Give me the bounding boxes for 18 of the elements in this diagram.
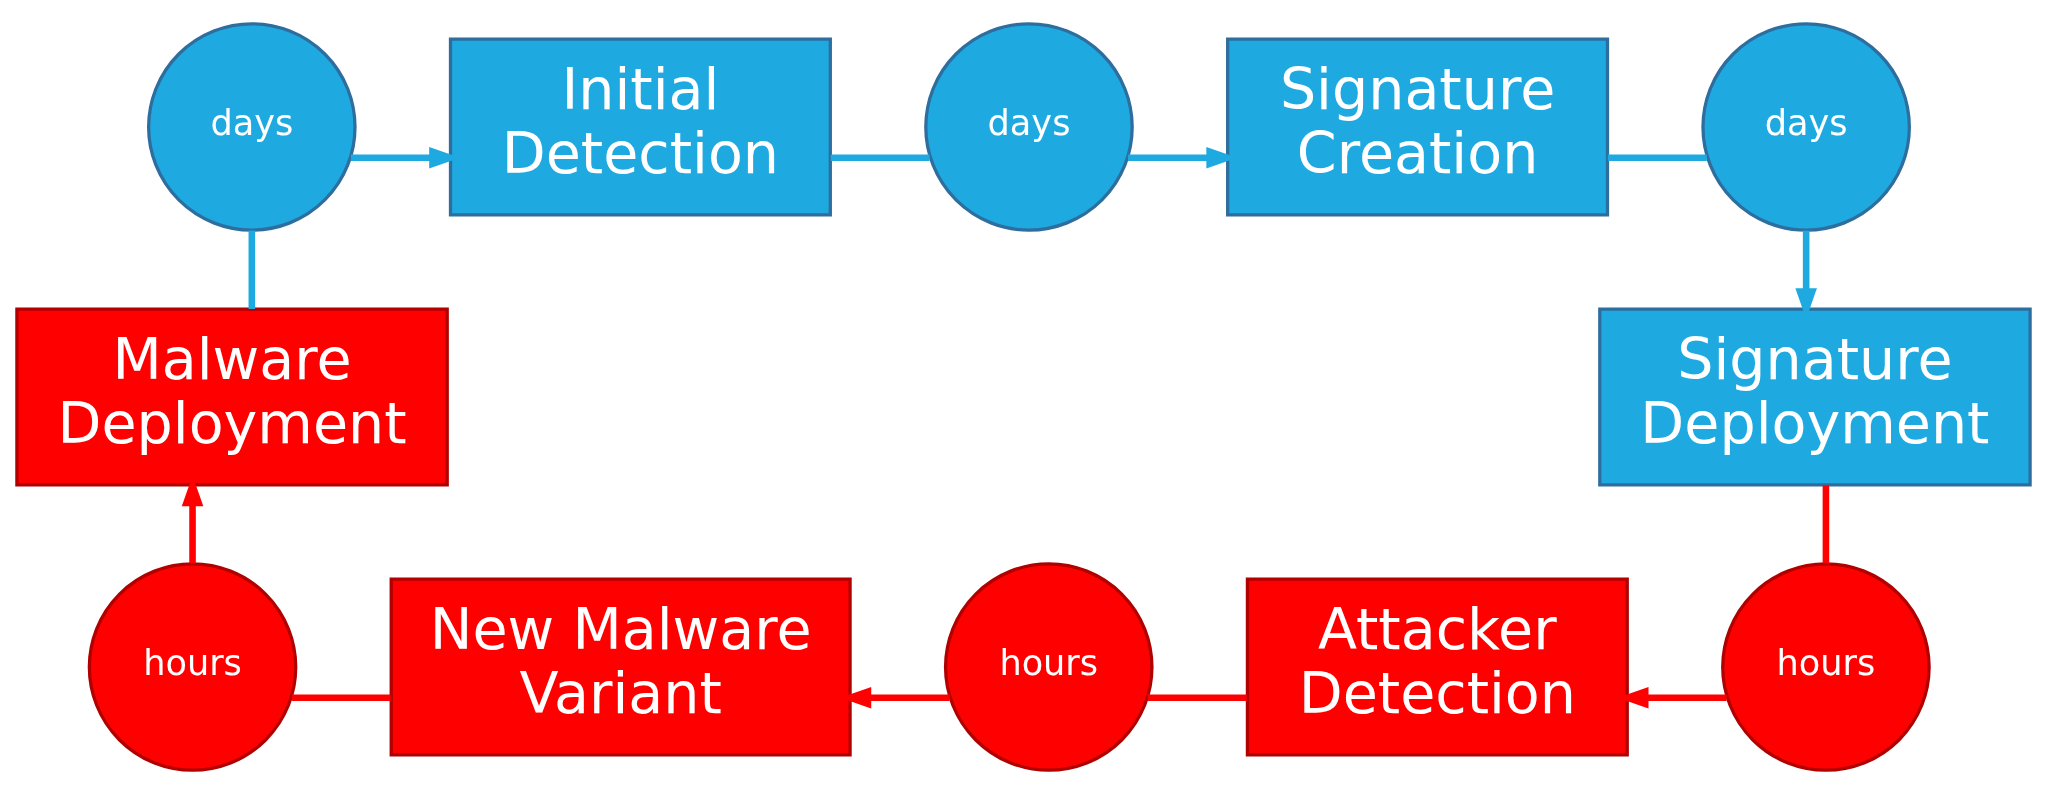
node-circle: hours xyxy=(87,561,298,772)
node-box: Attacker Detection xyxy=(1245,577,1629,756)
node-box: Signature Deployment xyxy=(1598,307,2032,486)
connector xyxy=(1147,693,1247,701)
node-box: New Malware Variant xyxy=(389,577,852,756)
node-circle: days xyxy=(147,21,357,232)
node-circle: hours xyxy=(1721,561,1931,772)
connector xyxy=(1607,153,1707,161)
node-circle: days xyxy=(1701,21,1911,232)
node-box: Signature Creation xyxy=(1226,37,1610,216)
node-box: Malware Deployment xyxy=(15,307,449,486)
node-circle: days xyxy=(924,21,1134,232)
connector xyxy=(291,693,391,701)
node-circle: hours xyxy=(943,561,1154,772)
connector xyxy=(248,230,256,309)
connector xyxy=(830,153,930,161)
node-box: Initial Detection xyxy=(448,37,832,216)
connector xyxy=(1822,484,1830,563)
